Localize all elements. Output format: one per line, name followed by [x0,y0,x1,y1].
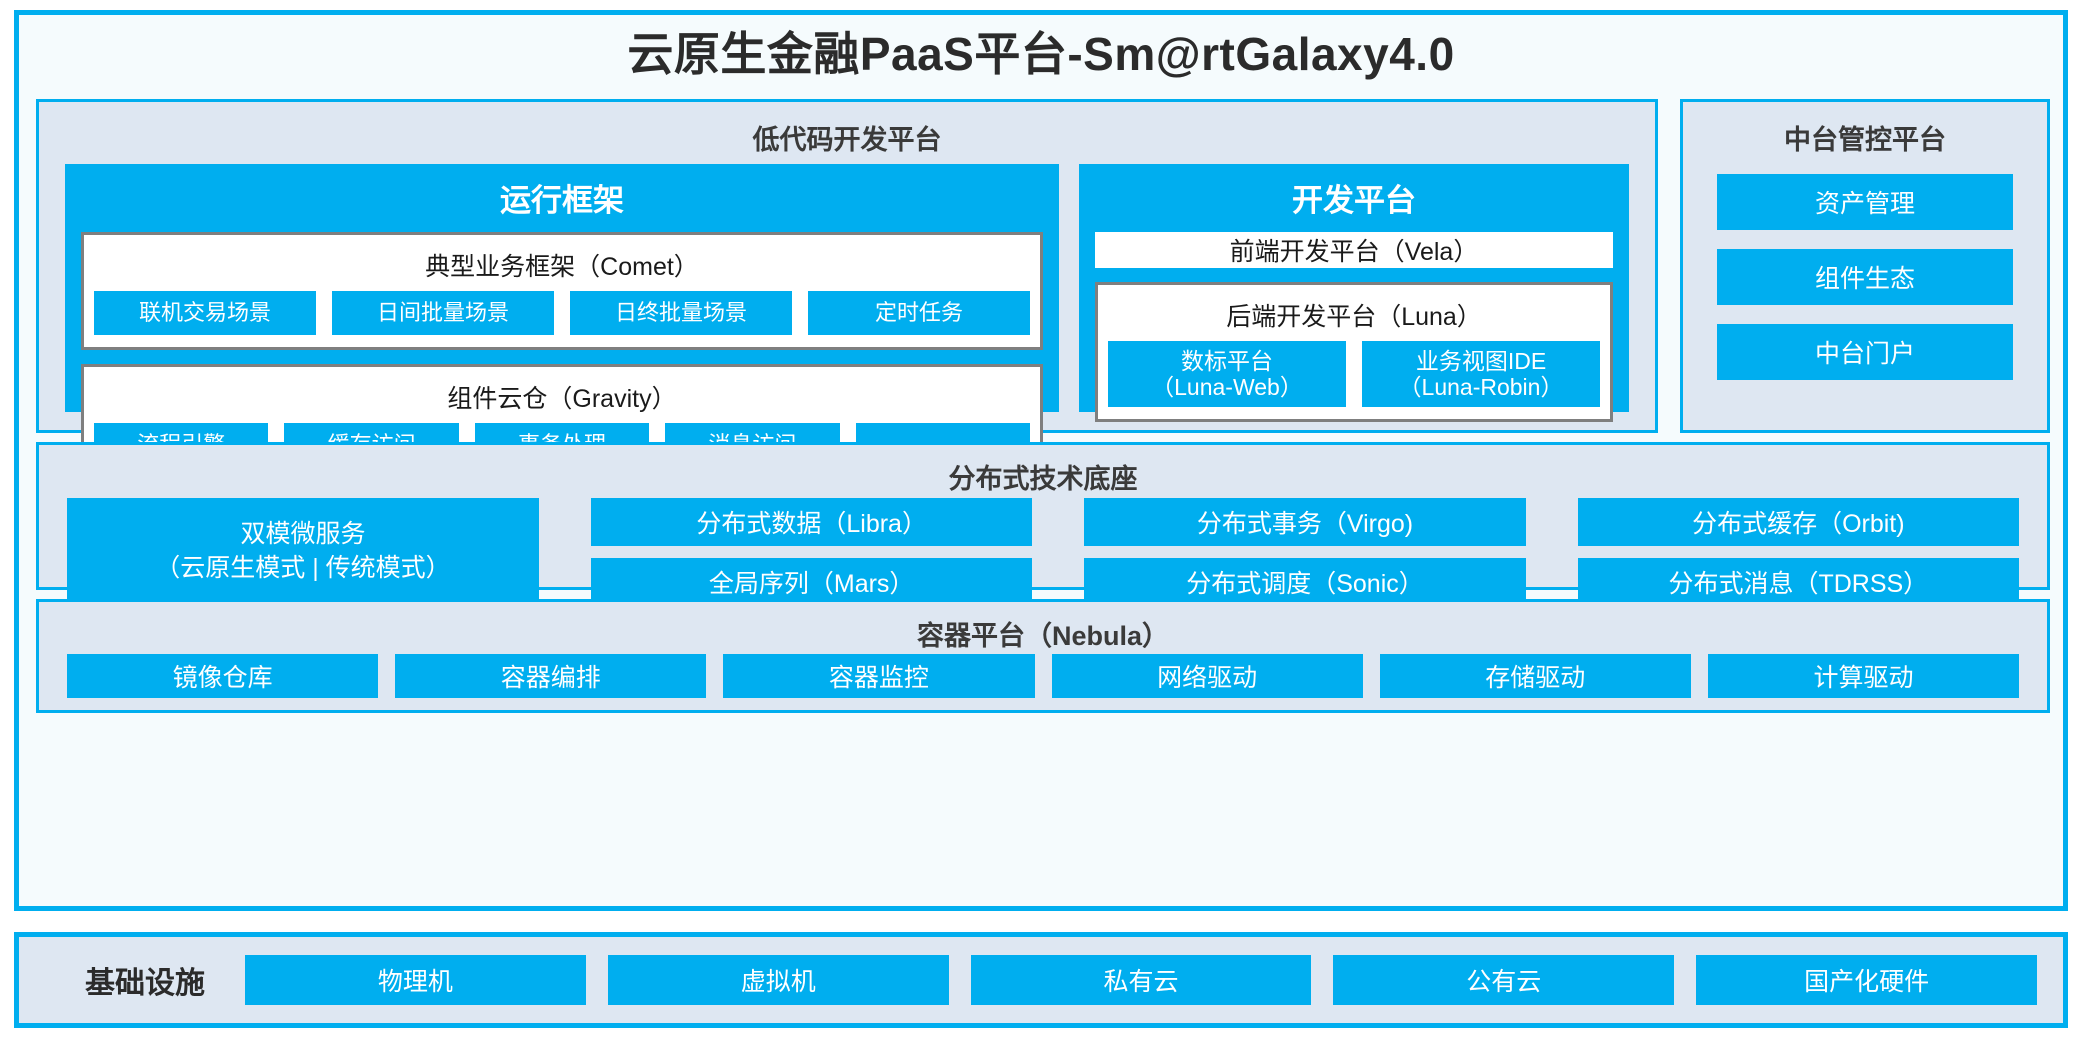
gravity-card-title: 组件云仓（Gravity） [447,385,677,413]
development-platform-title: 开发平台 [1292,183,1416,218]
backend-chip-row: 数标平台 （Luna-Web） 业务视图IDE （Luna-Robin） [1108,341,1600,407]
development-platform-block: 开发平台 前端开发平台（Vela） 后端开发平台（Luna） 数标平台 （Lun… [1079,164,1629,422]
lowcode-platform-title: 低代码开发平台 [752,125,942,155]
container-cell-storage-driver[interactable]: 存储驱动 [1379,654,1691,698]
chip-luna-web-line2: （Luna-Web） [1151,374,1303,400]
container-platform-title: 容器平台（Nebula） [916,621,1170,651]
tech-cell-sonic[interactable]: 分布式调度（Sonic） [1084,558,1526,606]
midend-control-list: 资产管理 组件生态 中台门户 [1717,174,2013,380]
tech-cell-orbit[interactable]: 分布式缓存（Orbit) [1577,498,2019,546]
distributed-tech-base-panel: 分布式技术底座 双模微服务 （云原生模式 | 传统模式） 分布式数据（Libra… [36,442,2050,606]
lowcode-platform-panel: 低代码开发平台 运行框架 典型业务框架（Comet） 联机交易场景 日间批量场景… [36,99,1658,482]
control-item-asset-management[interactable]: 资产管理 [1717,174,2013,230]
infrastructure-items: 物理机 虚拟机 私有云 公有云 国产化硬件 [245,955,2037,1005]
top-row: 低代码开发平台 运行框架 典型业务框架（Comet） 联机交易场景 日间批量场景… [36,99,2050,482]
chip-eod-batch[interactable]: 日终批量场景 [570,291,792,335]
chip-scheduled-task[interactable]: 定时任务 [808,291,1030,335]
chip-luna-web-line1: 数标平台 [1181,347,1273,374]
lowcode-inner: 运行框架 典型业务框架（Comet） 联机交易场景 日间批量场景 日终批量场景 … [65,164,1629,482]
chip-luna-robin[interactable]: 业务视图IDE （Luna-Robin） [1362,341,1600,407]
distributed-tech-base-title: 分布式技术底座 [948,464,1138,494]
chip-intraday-batch[interactable]: 日间批量场景 [332,291,554,335]
tech-column-2: 分布式事务（Virgo) 分布式调度（Sonic） [1084,498,1526,606]
control-item-component-ecosystem[interactable]: 组件生态 [1717,249,2013,305]
chip-luna-web[interactable]: 数标平台 （Luna-Web） [1108,341,1346,407]
infrastructure-panel: 基础设施 物理机 虚拟机 私有云 公有云 国产化硬件 [14,932,2068,1028]
infra-cell-domestic-hardware[interactable]: 国产化硬件 [1696,955,2037,1005]
control-item-midend-portal[interactable]: 中台门户 [1717,324,2013,380]
infra-cell-public-cloud[interactable]: 公有云 [1333,955,1675,1005]
container-cell-compute-driver[interactable]: 计算驱动 [1707,654,2020,698]
distributed-tech-inner: 双模微服务 （云原生模式 | 传统模式） 分布式数据（Libra） 全局序列（M… [67,498,2019,606]
comet-card-title: 典型业务框架（Comet） [425,253,699,281]
tech-column-3: 分布式缓存（Orbit) 分布式消息（TDRSS） [1577,498,2019,606]
runtime-framework-title: 运行框架 [500,183,624,218]
infra-cell-virtual-machine[interactable]: 虚拟机 [607,955,949,1005]
comet-chip-row: 联机交易场景 日间批量场景 日终批量场景 定时任务 [94,291,1030,335]
tech-cell-libra[interactable]: 分布式数据（Libra） [591,498,1033,546]
tech-column-1: 分布式数据（Libra） 全局序列（Mars） [591,498,1033,606]
tech-dual-mode-microservice[interactable]: 双模微服务 （云原生模式 | 传统模式） [67,498,539,606]
container-platform-inner: 镜像仓库 容器编排 容器监控 网络驱动 存储驱动 计算驱动 [67,654,2020,698]
container-cell-orchestration[interactable]: 容器编排 [395,654,707,698]
page-title: 云原生金融PaaS平台-Sm@rtGalaxy4.0 [627,28,1455,80]
frontend-dev-platform-card[interactable]: 前端开发平台（Vela） [1095,232,1613,268]
tech-cell-tdrss[interactable]: 分布式消息（TDRSS） [1577,558,2019,606]
backend-dev-platform-title: 后端开发平台（Luna） [1226,303,1482,331]
container-cell-monitoring[interactable]: 容器监控 [723,654,1035,698]
backend-dev-platform-card: 后端开发平台（Luna） 数标平台 （Luna-Web） 业务视图IDE （Lu… [1095,282,1613,422]
tech-dual-mode-line2: （云原生模式 | 传统模式） [155,554,451,582]
tech-dual-mode-line1: 双模微服务 [240,520,366,549]
platform-frame: 云原生金融PaaS平台-Sm@rtGalaxy4.0 低代码开发平台 运行框架 … [14,10,2068,911]
container-cell-image-registry[interactable]: 镜像仓库 [67,654,379,698]
tech-cell-virgo[interactable]: 分布式事务（Virgo) [1084,498,1526,546]
container-platform-panel: 容器平台（Nebula） 镜像仓库 容器编排 容器监控 网络驱动 存储驱动 计算… [36,599,2050,713]
midend-control-platform-panel: 中台管控平台 资产管理 组件生态 中台门户 [1680,99,2050,433]
infrastructure-label: 基础设施 [85,967,205,1000]
midend-control-platform-title: 中台管控平台 [1784,125,1946,155]
infra-cell-physical-machine[interactable]: 物理机 [245,955,586,1005]
container-cell-network-driver[interactable]: 网络驱动 [1051,654,1363,698]
infra-cell-private-cloud[interactable]: 私有云 [970,955,1312,1005]
chip-luna-robin-line1: 业务视图IDE [1415,347,1547,374]
runtime-framework-block: 运行框架 典型业务框架（Comet） 联机交易场景 日间批量场景 日终批量场景 … [65,164,1059,482]
chip-online-transaction[interactable]: 联机交易场景 [94,291,316,335]
tech-cell-mars[interactable]: 全局序列（Mars） [591,558,1033,606]
comet-card: 典型业务框架（Comet） 联机交易场景 日间批量场景 日终批量场景 定时任务 [81,232,1043,350]
chip-luna-robin-line2: （Luna-Robin） [1398,374,1564,400]
